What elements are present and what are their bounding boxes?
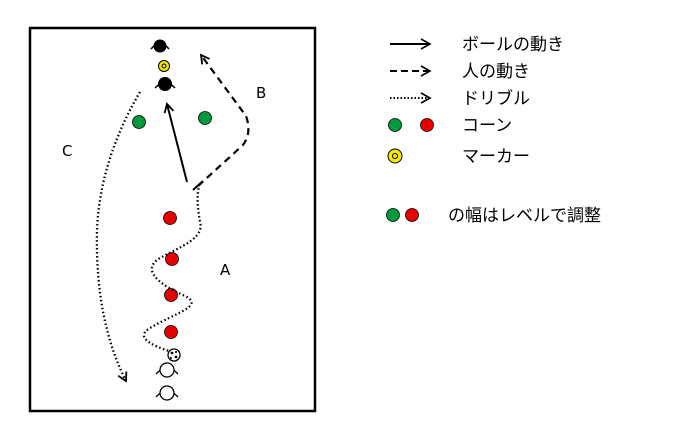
zone-label-c: C bbox=[62, 142, 72, 160]
legend-red-cone bbox=[420, 118, 434, 132]
legend-green-cone bbox=[388, 118, 402, 132]
legend-ball-movement: ボールの動き bbox=[462, 35, 564, 55]
legend-marker-icon bbox=[387, 148, 403, 164]
marker-icon bbox=[158, 60, 170, 72]
ball-icon bbox=[167, 348, 181, 362]
red-cone bbox=[163, 211, 177, 225]
green-cone-left bbox=[132, 115, 146, 129]
legend-dribble: ドリブル bbox=[462, 88, 530, 109]
legend-cone: コーン bbox=[462, 116, 512, 136]
attacking-player bbox=[154, 77, 176, 91]
waiting-player bbox=[155, 385, 179, 401]
zone-label-b: B bbox=[256, 84, 266, 102]
player-run-path bbox=[197, 55, 250, 187]
note-green-cone bbox=[386, 208, 400, 222]
legend: ボールの動き 人の動き ドリブル コーン マーカー の幅はレベルで調整 bbox=[386, 35, 601, 226]
legend-marker: マーカー bbox=[462, 147, 530, 167]
pass-arrow bbox=[167, 104, 188, 183]
red-cone bbox=[164, 288, 178, 302]
waiting-player bbox=[155, 362, 179, 378]
note-red-cone bbox=[405, 208, 419, 222]
green-cone-right bbox=[198, 111, 212, 125]
legend-cone-note: の幅はレベルで調整 bbox=[448, 206, 601, 226]
zone-label-a: A bbox=[220, 261, 231, 279]
red-cone bbox=[164, 325, 178, 339]
receiver-player-top bbox=[150, 39, 170, 53]
legend-player-movement: 人の動き bbox=[462, 62, 530, 82]
red-cone bbox=[165, 252, 179, 266]
